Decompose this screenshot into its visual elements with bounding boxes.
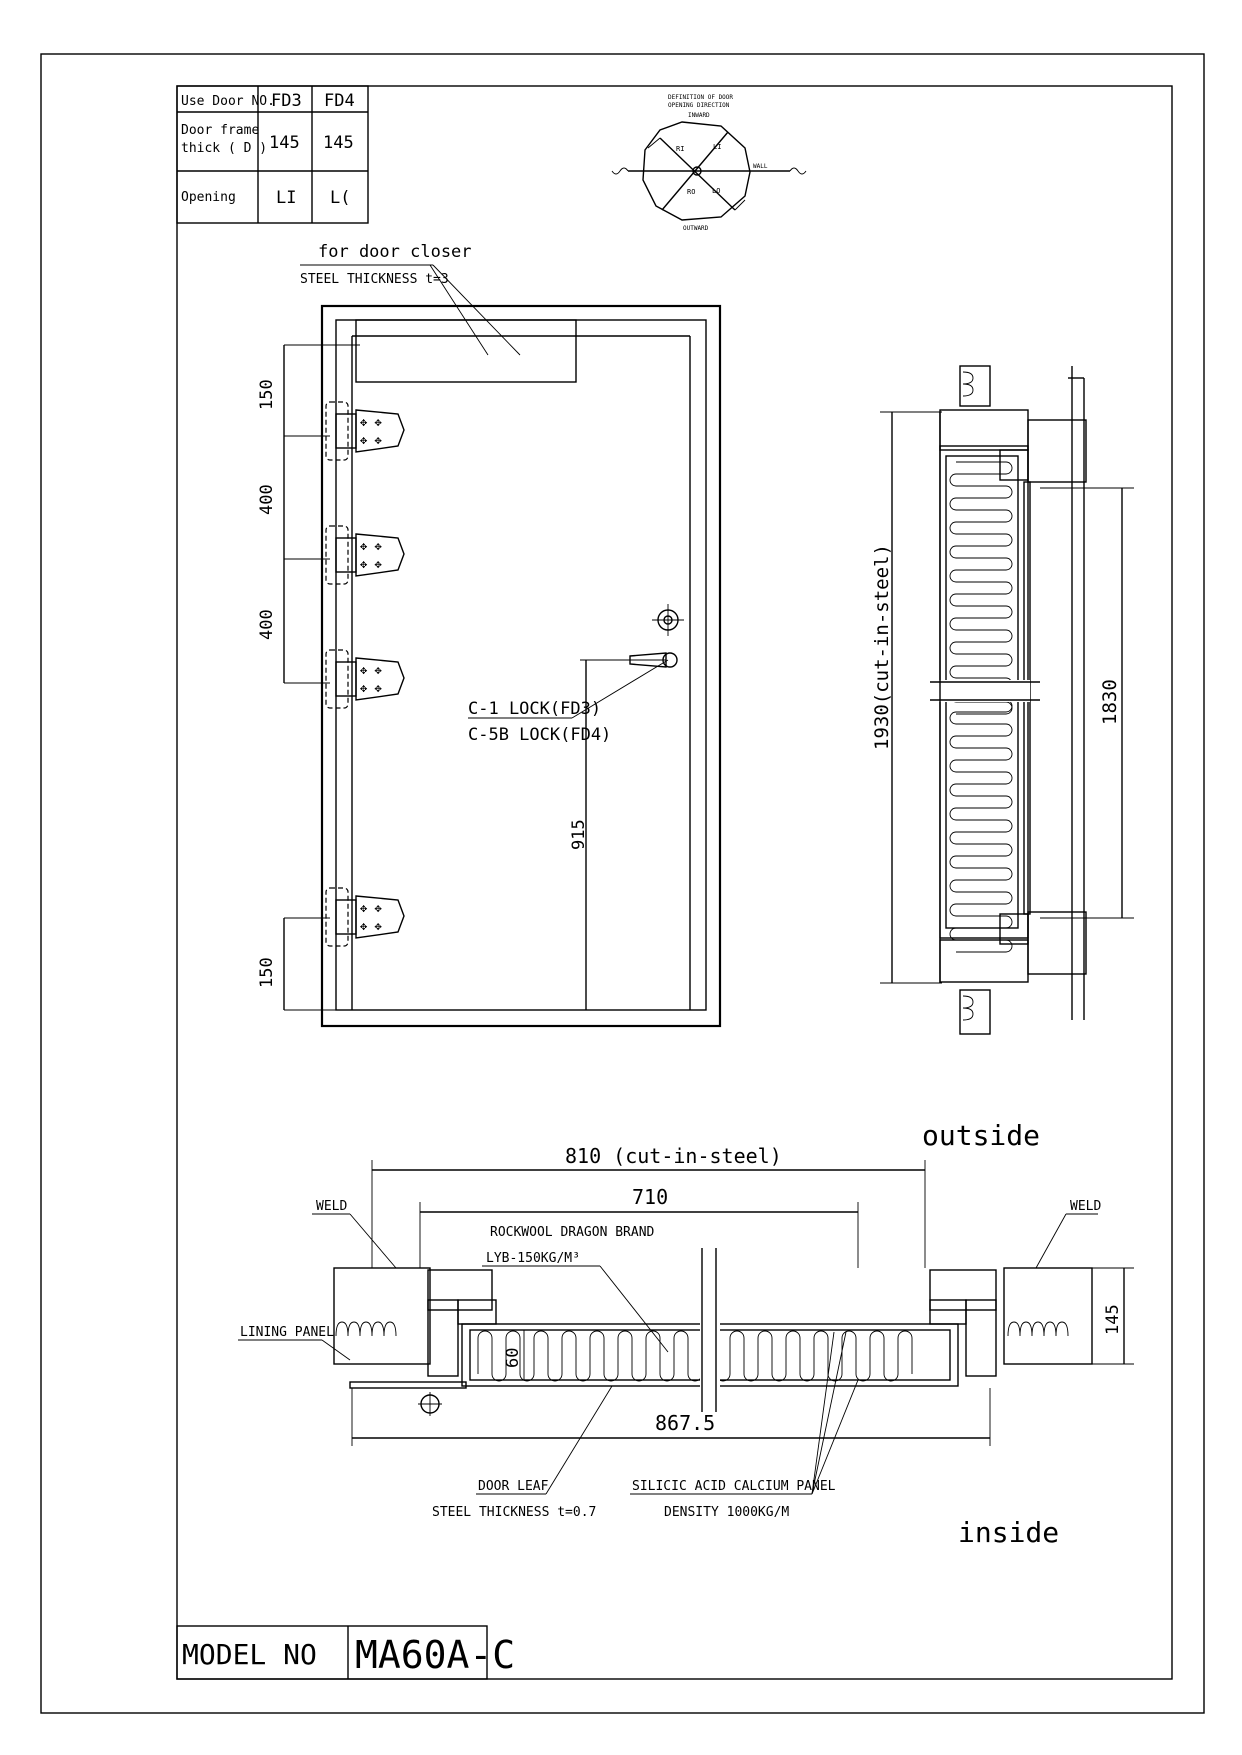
dim-hinge-mid-2: 400: [257, 609, 277, 640]
title-block: MODEL NO MA60A-C: [176, 1625, 515, 1680]
table-opening-fd4: L(: [330, 188, 350, 208]
hinge-4: ✥ ✥ ✥ ✥: [325, 887, 405, 947]
lock-label-2: C-5B LOCK(FD4): [468, 725, 611, 745]
closer-steel-label: STEEL THICKNESS t=3: [300, 272, 449, 287]
hinge-3: ✥ ✥ ✥ ✥: [325, 649, 405, 709]
label-outside: outside: [922, 1119, 1040, 1152]
weld-right-label: WELD: [1070, 1199, 1101, 1214]
svg-text:✥ ✥: ✥ ✥: [360, 919, 382, 933]
direction-lo: LO: [712, 187, 720, 195]
door-table: Use Door NO. FD3 FD4 Door frame thick ( …: [176, 85, 369, 224]
table-frame-fd4: 145: [323, 133, 354, 153]
weld-left-label: WELD: [316, 1199, 347, 1214]
table-col-fd4: FD4: [324, 91, 355, 111]
table-opening-label: Opening: [181, 190, 236, 205]
table-col-fd3: FD3: [271, 91, 302, 111]
door-leaf-label-2: STEEL THICKNESS t=0.7: [432, 1505, 596, 1520]
dim-width-clear: 710: [632, 1185, 668, 1209]
direction-ro: RO: [687, 188, 695, 196]
hinge-2: ✥ ✥ ✥ ✥: [325, 525, 405, 585]
door-leaf-label-1: DOOR LEAF: [478, 1479, 549, 1494]
svg-text:✥ ✥: ✥ ✥: [360, 557, 382, 571]
dim-width-overall: 867.5: [655, 1411, 715, 1435]
table-frame-label-2: thick ( D ): [181, 141, 267, 156]
lining-panel-label: LINING PANEL: [240, 1325, 334, 1340]
direction-inward: INWARD: [688, 112, 710, 119]
dim-core-thickness: 60: [503, 1348, 523, 1368]
dim-hinge-top: 150: [257, 379, 277, 410]
core-wave-vertical: [949, 461, 1013, 715]
closer-reinforcement: [355, 319, 577, 383]
rockwool-label-1: ROCKWOOL DRAGON BRAND: [490, 1225, 655, 1240]
dim-hinge-bottom: 150: [257, 957, 277, 988]
vertical-section: 1930(cut-in-steel) 1830: [871, 365, 1134, 1035]
lock-label-1: C-1 LOCK(FD3): [468, 699, 601, 719]
svg-text:✥ ✥: ✥ ✥: [360, 681, 382, 695]
svg-text:✥ ✥: ✥ ✥: [360, 901, 382, 915]
svg-text:✥ ✥: ✥ ✥: [360, 539, 382, 553]
table-opening-fd3: LI: [276, 188, 296, 208]
calcium-panel-label-2: DENSITY 1000KG/M: [664, 1505, 789, 1520]
direction-li: LI: [713, 143, 721, 151]
model-label: MODEL NO: [182, 1638, 317, 1671]
table-header-label: Use Door NO.: [181, 94, 275, 109]
dim-width-cut: 810 (cut-in-steel): [565, 1144, 782, 1168]
dim-height-clear: 1830: [1099, 679, 1121, 725]
opening-direction-diagram: DEFINITION OF DOOR OPENING DIRECTION INW…: [611, 94, 807, 232]
horizontal-section: outside inside 810 (cut-in-steel) 710: [238, 1119, 1134, 1549]
door-elevation: for door closer STEEL THICKNESS t=3 ✥ ✥ …: [257, 242, 722, 1028]
dim-height-cut: 1930(cut-in-steel): [871, 544, 893, 750]
rockwool-label-2: LYB-150KG/M³: [486, 1251, 580, 1266]
inner-border: [176, 85, 1173, 1680]
model-value: MA60A-C: [355, 1633, 515, 1677]
direction-wall: WALL: [753, 163, 768, 170]
dim-frame-depth: 145: [1103, 1304, 1123, 1335]
svg-text:✥ ✥: ✥ ✥: [360, 433, 382, 447]
label-inside: inside: [958, 1516, 1059, 1549]
direction-ri: RI: [676, 145, 684, 153]
svg-text:✥ ✥: ✥ ✥: [360, 663, 382, 677]
dim-lock-height: 915: [569, 819, 589, 850]
calcium-panel-label-1: SILICIC ACID CALCIUM PANEL: [632, 1479, 836, 1494]
outer-border: [40, 53, 1205, 1714]
svg-text:✥ ✥: ✥ ✥: [360, 415, 382, 429]
direction-title-1: DEFINITION OF DOOR: [668, 94, 733, 101]
direction-outward: OUTWARD: [683, 225, 709, 232]
closer-label: for door closer: [318, 242, 472, 262]
dim-hinge-mid-1: 400: [257, 484, 277, 515]
table-frame-label-1: Door frame: [181, 123, 259, 138]
hinge-1: ✥ ✥ ✥ ✥: [325, 401, 405, 461]
table-frame-fd3: 145: [269, 133, 300, 153]
direction-title-2: OPENING DIRECTION: [668, 102, 730, 109]
core-wave-horizontal: [477, 1330, 913, 1382]
